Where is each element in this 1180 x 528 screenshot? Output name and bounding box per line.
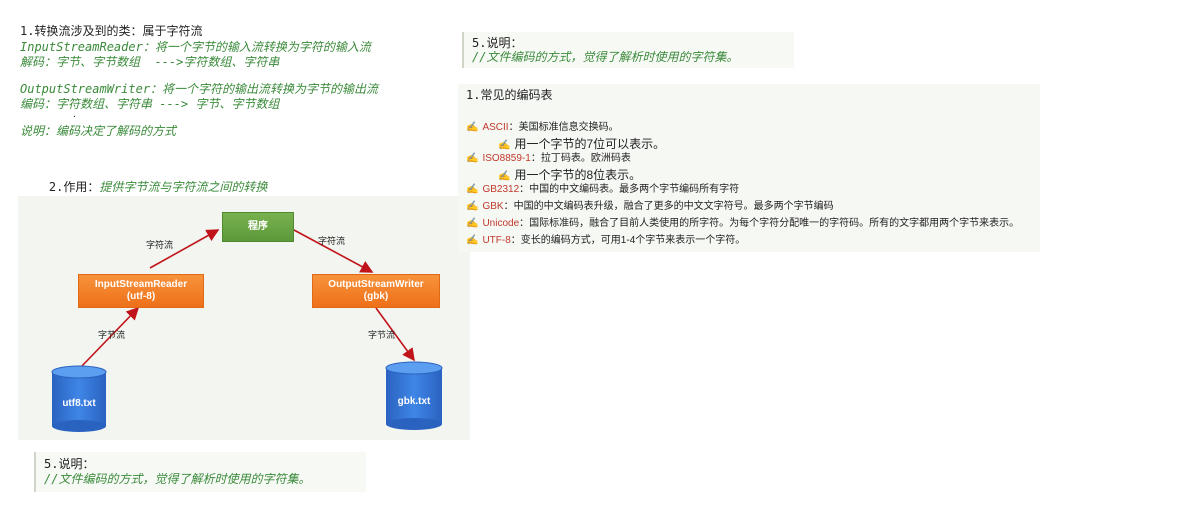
encoding-name: GBK	[482, 201, 504, 212]
arrow-file-to-isr	[79, 306, 140, 369]
encoding-row-unicode: ✍Unicode：国际标准码，融合了目前人类使用的所字符。为每个字符分配唯一的字…	[466, 218, 1019, 230]
purpose-label: 2.作用：	[48, 180, 100, 194]
top-right-note-title: 5.说明：	[472, 36, 523, 50]
isr-decode-line: 解码：字节、字节数组 --->字符数组、字符串	[20, 55, 280, 69]
arrow-osw-to-file	[375, 307, 415, 362]
encoding-row-utf8: ✍UTF-8：变长的编码方式，可用1-4个字节来表示一个字符。	[466, 235, 745, 247]
pen-icon: ✍	[466, 235, 479, 246]
pen-icon: ✍	[498, 171, 511, 182]
edge-label-byte-left: 字节流	[98, 330, 126, 340]
encoding-desc: ：变长的编码方式，可用1-4个字节来表示一个字符。	[510, 235, 746, 246]
encoding-name: GB2312	[482, 184, 520, 195]
arrow-isr-to-program	[149, 229, 220, 269]
file-utf8-label: utf8.txt	[62, 398, 96, 409]
top-right-note: 5.说明： //文件编码的方式，觉得了解析时使用的字符集。	[462, 32, 794, 68]
decode-note: 说明：编码决定了解码的方式	[20, 124, 177, 138]
diagram-arrows	[51, 229, 443, 432]
encoding-desc: ：拉丁码表。欧洲码表	[530, 153, 631, 164]
encoding-sub-text: 用一个字节的7位可以表示。	[514, 137, 666, 151]
encoding-table: 1.常见的编码表 ✍ASCII：美国标准信息交换码。 ✍用一个字节的7位可以表示…	[458, 84, 1040, 252]
isr-charset: (utf-8)	[126, 291, 156, 302]
isr-description: InputStreamReader：将一个字节的输入流转换为字符的输入流	[20, 40, 371, 54]
bottom-note: 5.说明： //文件编码的方式，觉得了解析时使用的字符集。	[34, 452, 366, 492]
isr-label: InputStreamReader	[94, 279, 188, 290]
edge-label-byte-right: 字节流	[368, 330, 396, 340]
osw-encode-line: 编码：字符数组、字符串 ---> 字节、字节数组	[20, 97, 280, 111]
purpose-text: 提供字节流与字符流之间的转换	[99, 180, 268, 194]
encoding-row-ascii: ✍ASCII：美国标准信息交换码。	[466, 122, 619, 134]
program-label: 程序	[248, 221, 268, 232]
top-right-note-text: //文件编码的方式，觉得了解析时使用的字符集。	[472, 50, 739, 64]
encoding-sub-ascii: ✍用一个字节的7位可以表示。	[498, 135, 665, 152]
encoding-name: Unicode	[482, 218, 520, 229]
osw-charset: (gbk)	[363, 291, 389, 302]
encoding-table-title: 1.常见的编码表	[466, 88, 553, 102]
encoding-row-gb2312: ✍GB2312：中国的中文编码表。最多两个字节编码所有字符	[466, 184, 739, 196]
file-gbk-label: gbk.txt	[397, 396, 431, 407]
stray-dot: .	[72, 110, 77, 119]
cylinder-utf8	[51, 365, 107, 432]
pen-icon: ✍	[466, 218, 479, 229]
encoding-sub-text: 用一个字节的8位表示。	[514, 168, 642, 182]
edge-label-char-left: 字符流	[146, 240, 174, 250]
encoding-name: ISO8859-1	[482, 153, 531, 164]
osw-label: OutputStreamWriter	[328, 279, 424, 290]
encoding-name: UTF-8	[482, 235, 511, 246]
pen-icon: ✍	[466, 201, 479, 212]
arrow-program-to-osw	[293, 229, 374, 273]
encoding-desc: ：国际标准码，融合了目前人类使用的所字符。为每个字符分配唯一的字符码。所有的文字…	[519, 218, 1020, 229]
edge-label-char-right: 字符流	[318, 236, 346, 246]
bottom-note-text: //文件编码的方式，觉得了解析时使用的字符集。	[44, 472, 311, 486]
osw-node: OutputStreamWriter (gbk)	[312, 274, 440, 308]
encoding-desc: ：中国的中文编码表升级，融合了更多的中文文字符号。最多两个字节编码	[503, 201, 834, 212]
osw-description: OutputStreamWriter：将一个字符的输出流转换为字节的输出流	[20, 82, 379, 96]
program-node: 程序	[222, 212, 294, 242]
encoding-row-gbk: ✍GBK：中国的中文编码表升级，融合了更多的中文文字符号。最多两个字节编码	[466, 201, 834, 213]
stream-diagram: 程序 InputStreamReader (utf-8) OutputStrea…	[18, 196, 470, 440]
pen-icon: ✍	[466, 122, 479, 133]
bottom-note-title: 5.说明：	[44, 457, 95, 471]
pen-icon: ✍	[466, 153, 479, 164]
pen-icon: ✍	[466, 184, 479, 195]
isr-node: InputStreamReader (utf-8)	[78, 274, 204, 308]
encoding-desc: ：中国的中文编码表。最多两个字节编码所有字符	[519, 184, 740, 195]
pen-icon: ✍	[498, 140, 511, 151]
cylinder-gbk	[385, 361, 443, 430]
encoding-sub-iso8859: ✍用一个字节的8位表示。	[498, 166, 641, 183]
encoding-row-iso8859: ✍ISO8859-1：拉丁码表。欧洲码表	[466, 153, 631, 165]
heading-conversion-classes: 1.转换流涉及到的类：属于字符流	[20, 24, 203, 38]
purpose-line: 2.作用：提供字节流与字符流之间的转换	[20, 166, 267, 208]
encoding-desc: ：美国标准信息交换码。	[508, 122, 619, 133]
encoding-name: ASCII	[482, 122, 509, 133]
